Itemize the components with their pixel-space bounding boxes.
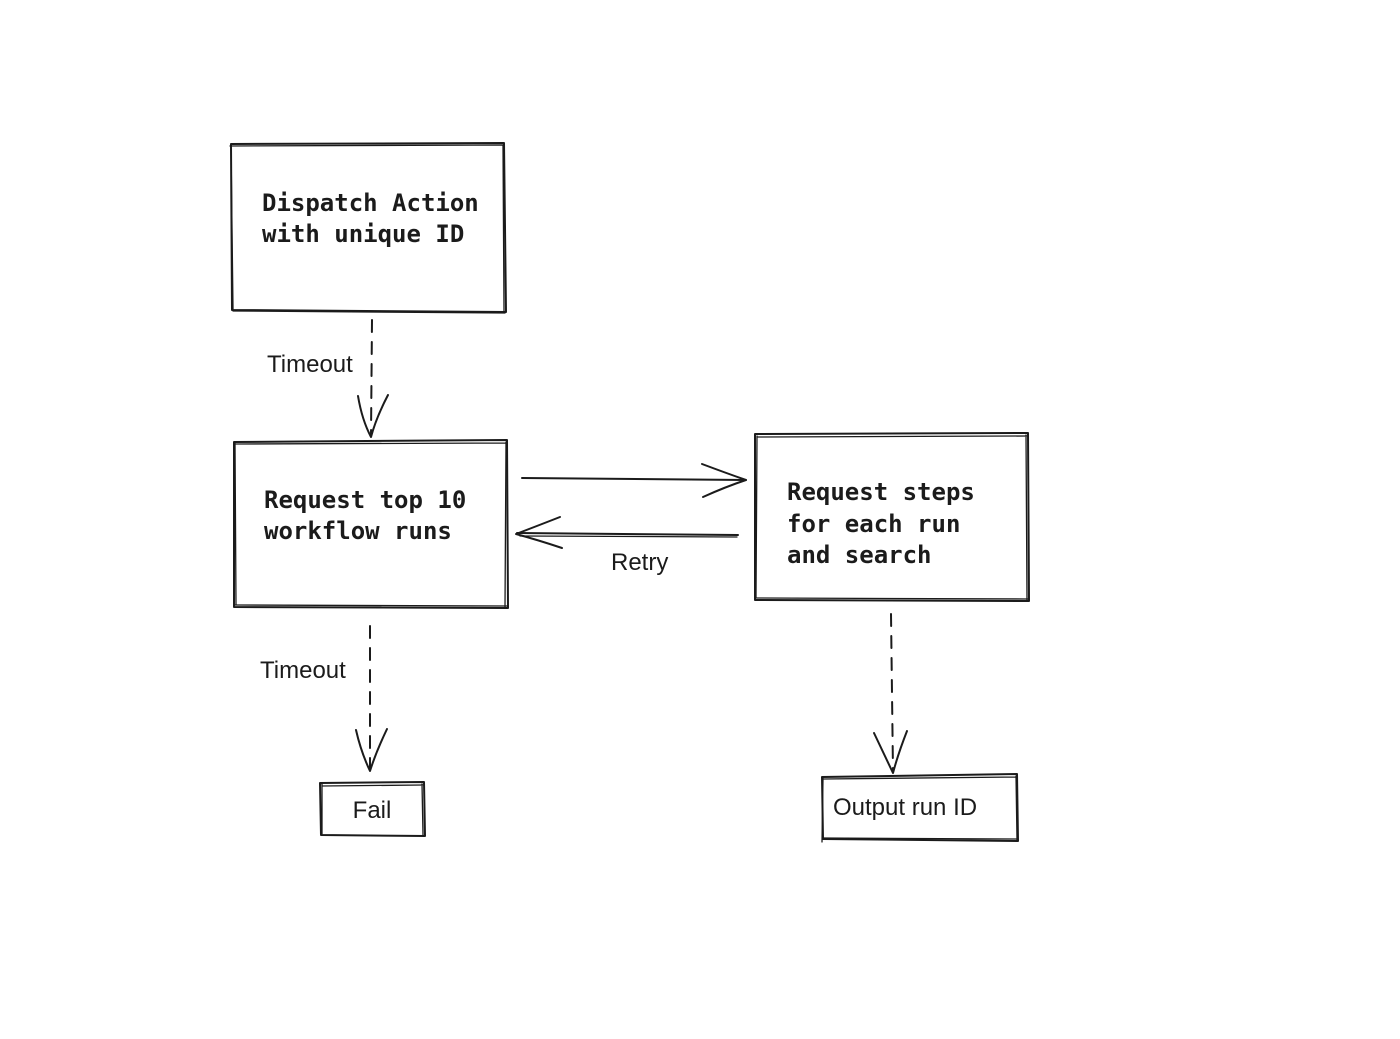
request-runs-node: Request top 10 workflow runs xyxy=(233,439,509,609)
edge-runs-to-fail-arrowhead xyxy=(355,728,388,772)
request-steps-node: Request steps for each run and search xyxy=(754,432,1030,602)
edge-runs-to-fail-label: Timeout xyxy=(260,657,346,684)
request-runs-line-2: workflow runs xyxy=(264,517,452,545)
dispatch-action-line-1: Dispatch Action xyxy=(262,189,479,217)
edge-dispatch-to-runs-line xyxy=(370,319,373,437)
edge-runs-to-steps xyxy=(521,463,747,498)
edge-steps-to-output-arrowhead xyxy=(873,730,908,774)
fail-node: Fail xyxy=(319,781,426,837)
fail-box-sketch xyxy=(321,783,424,836)
request-runs-box-sketch xyxy=(234,441,508,608)
request-steps-box-sketch xyxy=(755,434,1029,601)
fail-label: Fail xyxy=(353,797,392,824)
request-runs-line-1: Request top 10 xyxy=(264,486,466,514)
request-steps-line-3: and search xyxy=(787,541,932,569)
output-box-sketch xyxy=(821,775,1018,843)
request-steps-box xyxy=(754,432,1030,602)
output-node: Output run ID xyxy=(821,773,1019,843)
edge-runs-to-steps-line xyxy=(521,477,747,481)
dispatch-action-node: Dispatch Action with unique ID xyxy=(229,142,507,314)
edge-steps-to-runs: Retry xyxy=(515,516,739,576)
edge-steps-to-runs-label: Retry xyxy=(611,549,668,576)
dispatch-action-box xyxy=(230,142,507,313)
edge-dispatch-to-runs-label: Timeout xyxy=(267,351,353,378)
dispatch-action-box-sketch xyxy=(229,144,506,314)
edge-runs-to-steps-arrowhead xyxy=(701,463,747,498)
edge-runs-to-fail: Timeout xyxy=(260,625,388,772)
request-runs-box xyxy=(233,439,509,609)
edge-steps-to-output xyxy=(873,613,908,774)
edge-steps-to-runs-arrowhead xyxy=(515,516,563,549)
fail-box xyxy=(319,781,426,837)
edge-dispatch-to-runs: Timeout xyxy=(267,319,389,438)
edge-steps-to-runs-line xyxy=(516,532,739,536)
request-runs-label: Request top 10 workflow runs xyxy=(264,486,481,545)
request-steps-label: Request steps for each run and search xyxy=(787,478,989,569)
output-label: Output run ID xyxy=(833,794,977,821)
request-steps-line-1: Request steps xyxy=(787,478,975,506)
edge-dispatch-to-runs-arrowhead xyxy=(357,394,389,438)
dispatch-action-label: Dispatch Action with unique ID xyxy=(262,189,493,248)
request-steps-line-2: for each run xyxy=(787,510,960,538)
edge-steps-to-output-line xyxy=(890,613,894,773)
dispatch-action-line-2: with unique ID xyxy=(262,220,464,248)
edge-steps-to-runs-line-2 xyxy=(519,535,738,538)
